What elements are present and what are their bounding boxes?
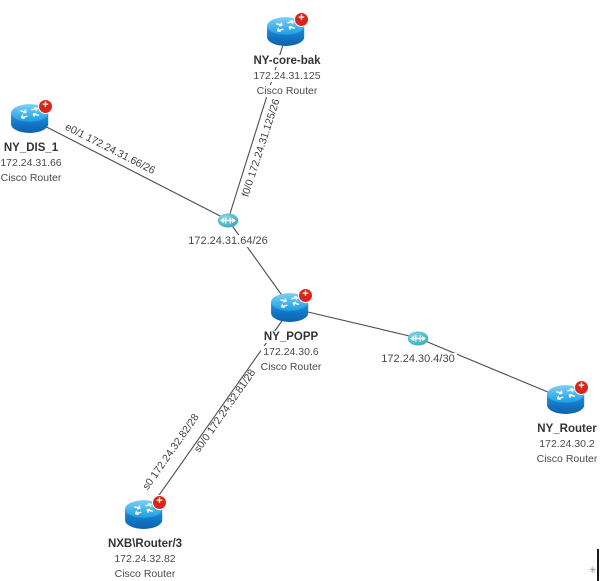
link-net1-nypopp[interactable] bbox=[227, 219, 292, 309]
link-nypopp-net2[interactable] bbox=[290, 307, 419, 339]
node-ip: 172.24.31.125 bbox=[251, 70, 323, 82]
network-address: 172.24.31.64/26 bbox=[186, 235, 270, 247]
node-name: NXB\Router/3 bbox=[105, 538, 185, 550]
node-type: Cisco Router bbox=[112, 568, 178, 580]
lan-segment-label: 172.24.30.4/30 bbox=[348, 349, 488, 367]
node-ip: 172.24.30.2 bbox=[537, 438, 597, 450]
link-net2-nyrouter[interactable] bbox=[417, 337, 568, 401]
node-ny-core-bak[interactable]: + NY-core-bak 172.24.31.125 Cisco Router bbox=[227, 12, 347, 97]
node-ny-popp[interactable]: + NY_POPP 172.24.30.6 Cisco Router bbox=[231, 288, 351, 373]
node-name: NY-core-bak bbox=[251, 55, 323, 67]
node-ip: 172.24.31.66 bbox=[0, 157, 64, 169]
link-nydis1-net1[interactable] bbox=[30, 118, 229, 221]
node-type: Cisco Router bbox=[258, 361, 324, 373]
alert-plus-badge-icon: + bbox=[294, 12, 309, 27]
node-type: Cisco Router bbox=[254, 85, 320, 97]
lan-segment-label: 172.24.31.64/26 bbox=[158, 231, 298, 249]
alert-plus-badge-icon: + bbox=[38, 99, 53, 114]
node-type: Cisco Router bbox=[534, 453, 600, 465]
node-ip: 172.24.32.82 bbox=[112, 553, 178, 565]
alert-plus-badge-icon: + bbox=[574, 380, 589, 395]
node-nxb-router-3[interactable]: + NXB\Router/3 172.24.32.82 Cisco Router bbox=[85, 495, 205, 580]
lan-segment-icon[interactable] bbox=[217, 213, 239, 228]
network-address: 172.24.30.4/30 bbox=[379, 353, 457, 365]
node-type: Cisco Router bbox=[0, 172, 64, 184]
node-ny-router[interactable]: + NY_Router 172.24.30.2 Cisco Router bbox=[507, 380, 602, 465]
node-name: NY_DIS_1 bbox=[1, 142, 61, 154]
alert-plus-badge-icon: + bbox=[298, 288, 313, 303]
node-name: NY_Router bbox=[535, 423, 599, 435]
lan-segment-icon[interactable] bbox=[407, 331, 429, 346]
node-ip: 172.24.30.6 bbox=[261, 346, 321, 358]
node-ny-dis-1[interactable]: + NY_DIS_1 172.24.31.66 Cisco Router bbox=[0, 99, 91, 184]
alert-plus-badge-icon: + bbox=[152, 495, 167, 510]
node-name: NY_POPP bbox=[261, 331, 321, 343]
